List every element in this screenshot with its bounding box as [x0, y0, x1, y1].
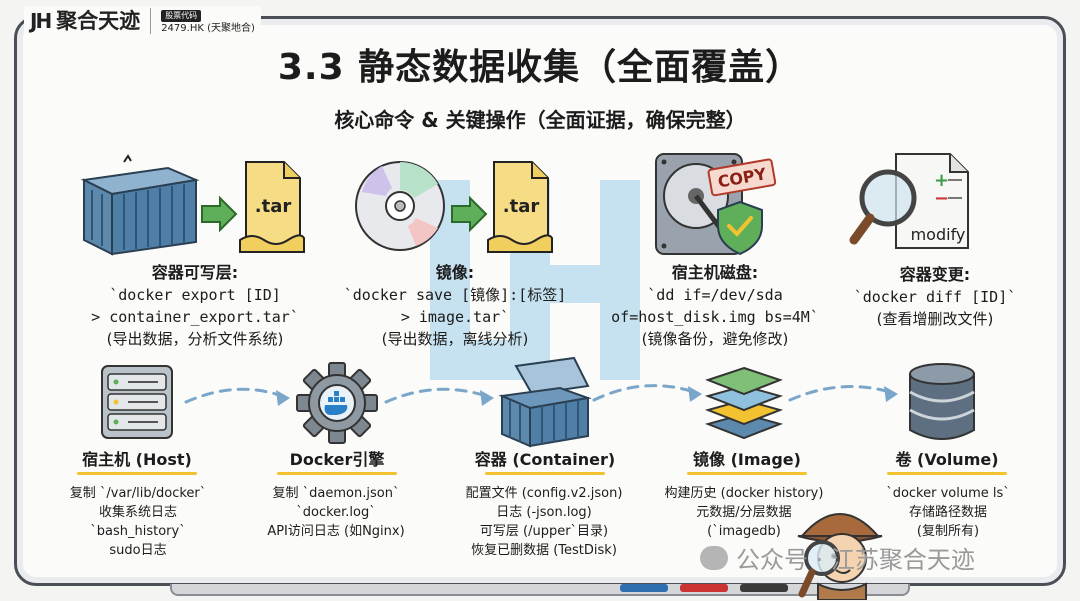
list-item: `docker.log` [296, 505, 376, 520]
list-item: 构建历史 (docker history) [664, 486, 824, 501]
tar-tag-2: .tar [503, 196, 540, 217]
flow-arrows [184, 384, 898, 406]
top-item-command-line: `docker save [镜像]:[标签] [343, 286, 567, 304]
brand-name: 聚合天迹 [56, 9, 141, 33]
wechat-watermark: 公众号 · 江苏聚合天迹 [700, 540, 975, 575]
modify-tag: modify [911, 225, 966, 244]
volume-database-icon [909, 363, 975, 440]
image-save-icon: .tar [355, 161, 553, 253]
detective-mascot-icon [797, 513, 883, 600]
top-item-container-diff: 容器变更: `docker diff [ID]` (查看增删改文件) [820, 264, 1050, 330]
node-list-volume: `docker volume ls` 存储路径数据 (复制所有) [848, 484, 1048, 541]
node-title-volume: 卷 (Volume) [862, 446, 1032, 475]
top-item-image-save: 镜像: `docker save [镜像]:[标签] > image.tar` … [320, 262, 590, 350]
node-title-docker-engine: Docker引擎 [252, 446, 422, 475]
top-item-heading: 容器可写层: [151, 263, 239, 282]
list-item: 配置文件 (config.v2.json) [465, 486, 623, 501]
page-subtitle: 核心命令 & 关键操作（全面证据，确保完整） [334, 108, 746, 132]
brand-logo: JH 聚合天迹 股票代码 2479.HK (天聚地合) [24, 6, 261, 37]
top-item-heading: 容器变更: [899, 265, 971, 284]
top-item-command-line: `dd if=/dev/sda [647, 286, 783, 304]
tar-tag-1: .tar [255, 196, 292, 217]
top-item-note: (导出数据，离线分析) [381, 330, 529, 348]
top-item-note: (镜像备份，避免修改) [641, 330, 789, 348]
flow-arrow-4 [788, 385, 892, 402]
top-item-command-line: `docker diff [ID]` [853, 288, 1017, 306]
server-icon [101, 365, 173, 439]
list-item: API访问日志 (如Nginx) [267, 524, 405, 539]
list-item: 收集系统日志 [98, 505, 177, 520]
list-item: (复制所有) [916, 524, 980, 539]
node-title-host: 宿主机 (Host) [52, 446, 222, 475]
list-item: `bash_history` [90, 524, 186, 539]
stock-code-badge: 股票代码 [161, 10, 202, 22]
list-item: sudo日志 [109, 543, 167, 558]
top-item-heading: 镜像: [435, 263, 475, 282]
red-marker [680, 584, 728, 592]
blue-marker [620, 584, 668, 592]
list-item: 复制 `/var/lib/docker` [69, 486, 207, 501]
node-title-image: 镜像 (Image) [662, 446, 832, 475]
top-item-note: (查看增删改文件) [876, 310, 994, 328]
flow-arrow-1 [184, 387, 284, 404]
stock-code: 2479.HK (天聚地合) [161, 23, 255, 34]
list-item: 日志 (-json.log) [496, 505, 592, 520]
black-marker [740, 584, 788, 592]
container-export-icon: .tar [80, 154, 305, 256]
page-title: 3.3 静态数据收集（全面覆盖） [277, 47, 803, 88]
brand-mark: JH [30, 9, 52, 33]
node-list-docker-engine: 复制 `daemon.json` `docker.log` API访问日志 (如… [236, 484, 436, 541]
list-item: 存储路径数据 [908, 505, 987, 520]
list-item: (`imagedb) [707, 524, 781, 539]
logo-divider [150, 8, 152, 34]
list-item: `docker volume ls` [886, 486, 1010, 501]
svg-text:+: + [934, 170, 949, 191]
top-item-writable-layer: 容器可写层: `docker export [ID] > container_e… [60, 262, 330, 350]
list-item: 元数据/分层数据 [696, 505, 792, 520]
node-list-host: 复制 `/var/lib/docker` 收集系统日志 `bash_histor… [38, 484, 238, 560]
wechat-account-name: 公众号 · 江苏聚合天迹 [736, 546, 975, 574]
list-item: 复制 `daemon.json` [272, 486, 400, 501]
top-item-note: (导出数据，分析文件系统) [106, 330, 284, 348]
whiteboard [14, 16, 1066, 586]
list-item: 可写层 (/upper`目录) [479, 524, 609, 539]
node-title-container: 容器 (Container) [460, 446, 630, 475]
list-item: 恢复已删数据 (TestDisk) [471, 543, 617, 558]
top-item-command-line: of=host_disk.img bs=4M` [611, 308, 819, 326]
open-container-icon [498, 356, 592, 448]
top-item-host-disk: 宿主机磁盘: `dd if=/dev/sda of=host_disk.img … [580, 262, 850, 350]
top-item-command-line: > container_export.tar` [91, 308, 299, 326]
flow-arrow-3 [592, 384, 696, 402]
image-layers-icon [704, 366, 784, 440]
top-item-heading: 宿主机磁盘: [671, 263, 759, 282]
wechat-icon [700, 545, 728, 570]
jh-watermark-logo [430, 180, 640, 380]
flow-arrow-2 [384, 387, 488, 404]
docker-gear-icon [296, 362, 378, 444]
top-item-command-line: > image.tar` [400, 308, 510, 326]
host-disk-icon: COPY [655, 153, 777, 256]
top-item-command-line: `docker export [ID] [109, 286, 281, 304]
node-list-image: 构建历史 (docker history) 元数据/分层数据 (`imagedb… [644, 484, 844, 541]
node-list-container: 配置文件 (config.v2.json) 日志 (-json.log) 可写层… [444, 484, 644, 560]
svg-text:−: − [934, 188, 949, 209]
container-diff-icon: + − modify [849, 153, 969, 249]
